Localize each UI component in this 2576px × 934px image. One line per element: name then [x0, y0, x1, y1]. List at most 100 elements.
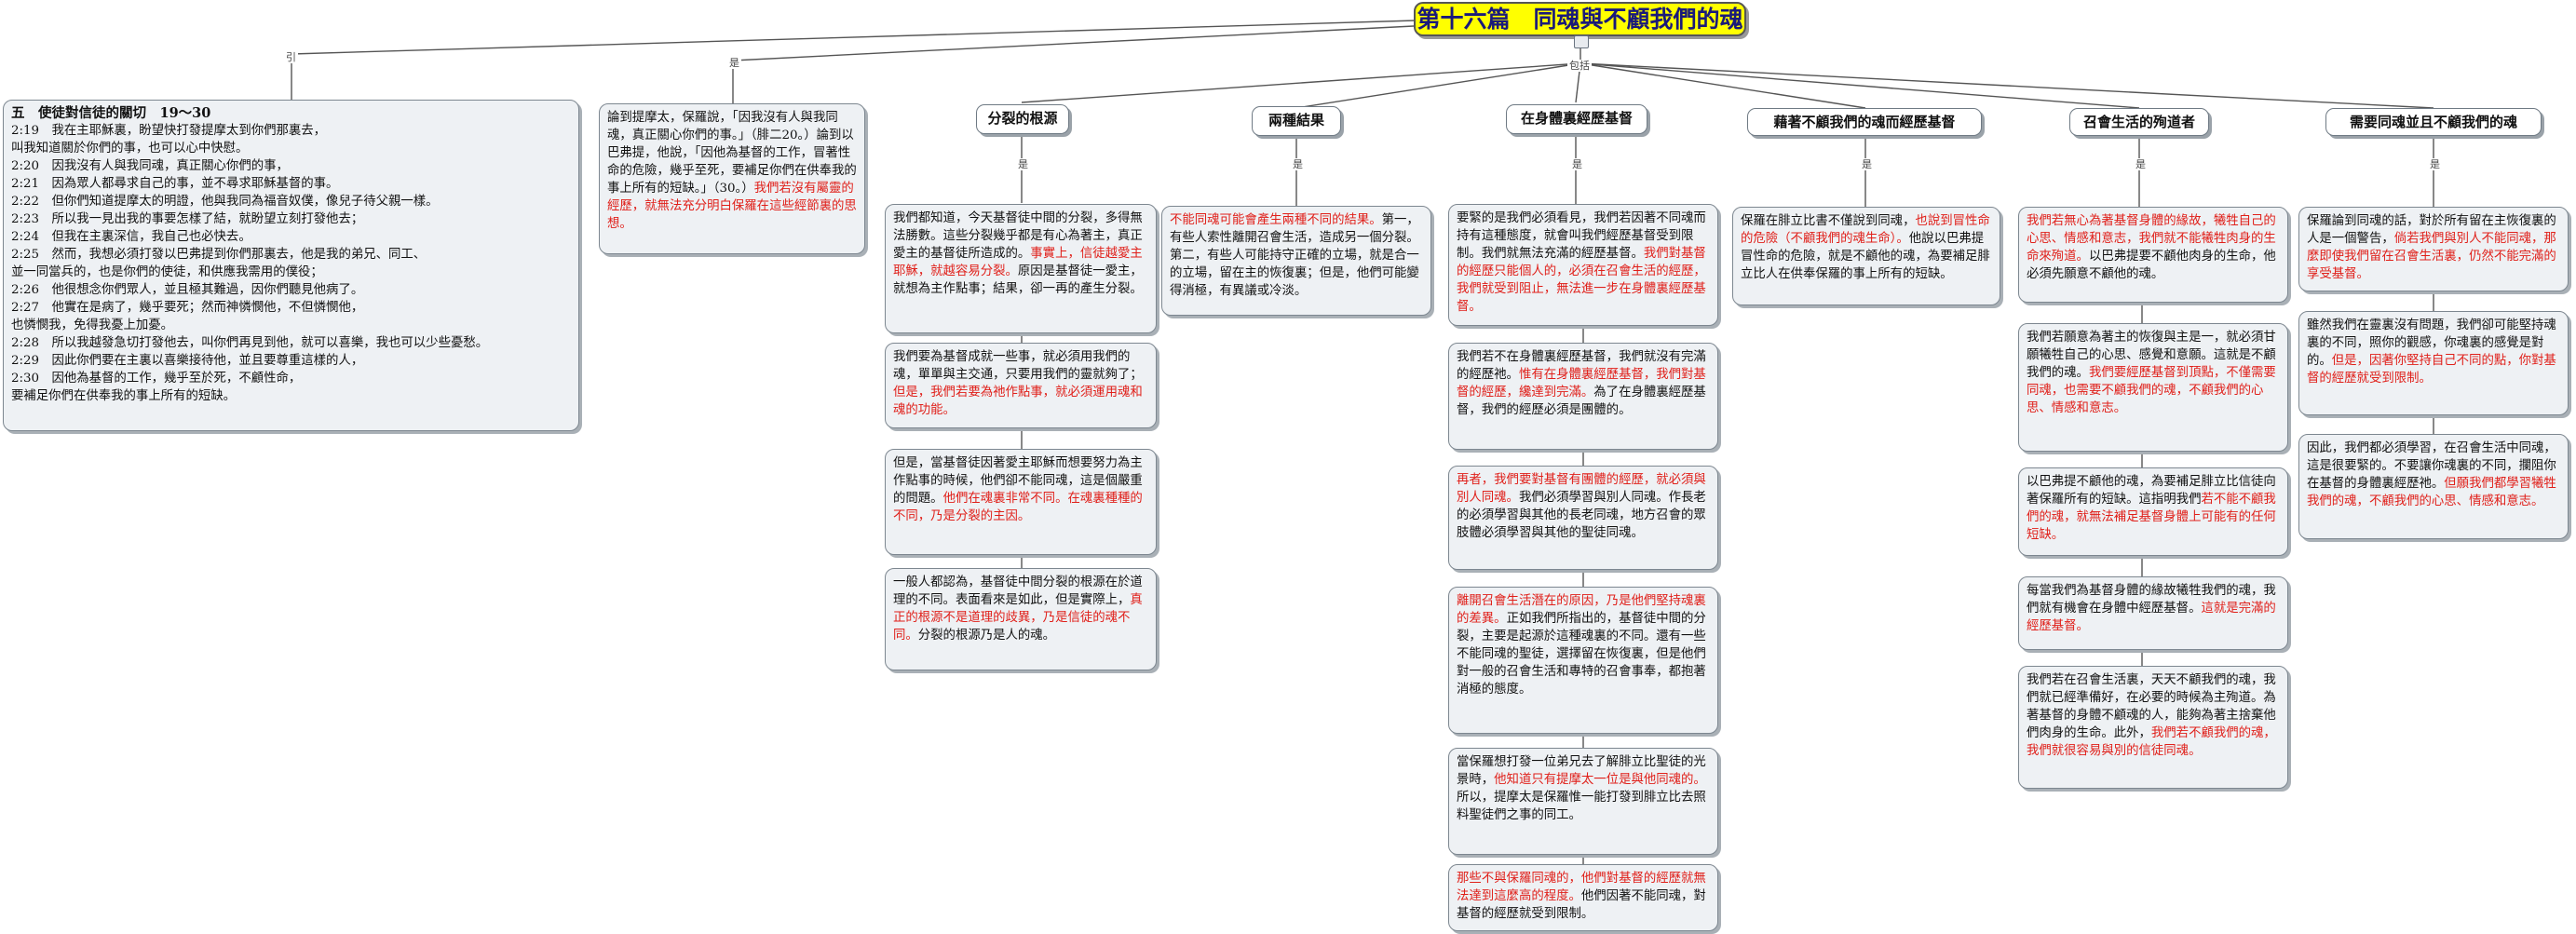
edge-label-is: 是	[1016, 158, 1030, 170]
results-note-1[interactable]: 不能同魂可能會產生兩種不同的結果。第一，有些人索性離開召會生活，造成另一個分裂。…	[1161, 206, 1431, 316]
topic-experience-christ-in-body[interactable]: 在身體裏經歷基督	[1506, 104, 1647, 134]
note-highlight: 那些不與保羅同魂的，他們對基督的經歷就無法達到這麼高的程度。	[1457, 872, 1706, 903]
division-note-2[interactable]: 我們要為基督成就一些事，就必須用我們的魂，單單與主交通，只要用我們的靈就夠了； 但…	[885, 343, 1157, 428]
note-text: 第一，有些人索性離開召會生活，造成另一個分裂。第二，有些人可能持守正確的立場，就…	[1170, 213, 1419, 298]
verse-line: 2:22 但你們知道提摩太的明證，他與我同為福音奴僕，像兒子待父親一樣。	[11, 195, 439, 209]
notregard-note-1[interactable]: 保羅在腓立比書不僅說到同魂，也說到冒性命的危險（不顧我們的魂生命）。他說以巴弗提…	[1732, 207, 2000, 305]
body-note-1[interactable]: 要緊的是我們必須看見，我們若因著不同魂而持有這種態度，就會叫我們經歷基督受到限制…	[1448, 204, 1718, 326]
note-text: 為了在身體裏經歷基督，我們的經歷必須是團體的。	[1457, 386, 1706, 417]
note-text: 分裂的根源乃是人的魂。	[917, 629, 1056, 643]
edge-label-is: 是	[2134, 158, 2148, 170]
need-note-2[interactable]: 雖然我們在靈裏沒有問題，我們卻可能堅持魂裏的不同，照你的觀感，你魂裏的感覺是對的…	[2298, 311, 2569, 415]
note-highlight: 他們在魂裏非常不同。在魂裏種種的不同，乃是分裂的主因。	[893, 492, 1143, 523]
topic-experience-by-not-regarding-soul[interactable]: 藉著不顧我們的魂而經歷基督	[1747, 108, 1982, 136]
note-text: 當保羅想打發一位弟兄去了解腓立比聖徒的光景時，	[1457, 755, 1706, 787]
topic-division-source[interactable]: 分裂的根源	[976, 104, 1069, 134]
edge-label-is: 是	[727, 57, 741, 69]
note-text: 保羅在腓立比書不僅說到同魂，	[1741, 214, 1916, 228]
edge-label-is: 是	[1570, 158, 1584, 170]
edge-label-is: 是	[1291, 158, 1305, 170]
topic-martyrs[interactable]: 召會生活的殉道者	[2069, 108, 2209, 136]
note-text: 我們若願意為著主的恢復與主是一，就必須甘願犧牲自己的心思、感覺和意願。這就是不顧…	[2027, 331, 2276, 380]
need-note-1[interactable]: 保羅論到同魂的話，對於所有留在主恢復裏的人是一個警告，倘若我們與別人不能同魂，那…	[2298, 207, 2569, 291]
note-highlight: 再者，我們要對基督有團體的經歷，就必須與別人同魂。	[1457, 473, 1706, 505]
note-highlight: 真正的根源不是道理的歧異，乃是信徒的魂不同。	[893, 593, 1143, 643]
note-text: 要緊的是我們必須看見，我們若因著不同魂而持有這種態度，就會叫我們經歷基督受到限制…	[1457, 211, 1706, 261]
intro-text-highlight: 我們若沒有屬靈的經歷，就無法充分明白保羅在這些經節裏的思想。	[607, 182, 857, 231]
verse-block[interactable]: 五 使徒對信徒的關切 19～30 2:19 我在主耶穌裏，盼望快打發提摩太到你們…	[3, 100, 579, 431]
edge-label-include: 包括	[1567, 60, 1592, 72]
division-note-4[interactable]: 一般人都認為，基督徒中間分裂的根源在於道理的不同。表面看來是如此，但是實際上，真…	[885, 568, 1157, 670]
note-text: 我們必須學習與別人同魂。作長老的必須學習與其他的長老同魂，地方召會的眾肢體必須學…	[1457, 491, 1706, 540]
martyrs-note-3[interactable]: 以巴弗提不顧他的魂，為要補足腓立比信徒向著保羅所有的短缺。這指明我們若不能不顧我…	[2018, 467, 2288, 556]
root-toggle-icon[interactable]	[1574, 35, 1589, 48]
note-highlight: 但是，因著你堅持自己不同的點，你對基督的經歷就受到限制。	[2307, 354, 2556, 386]
note-highlight: 但是，我們若要為祂作點事，就必須運用魂和魂的功能。	[893, 386, 1143, 417]
verse-line: 2:21 因為眾人都尋求自己的事，並不尋求耶穌基督的事。	[11, 177, 339, 191]
note-text: 保羅論到同魂的話，對於所有留在主恢復裏的人是一個警告，	[2307, 214, 2556, 246]
topic-two-results[interactable]: 兩種結果	[1252, 106, 1341, 136]
note-highlight: 也說到冒性命的危險（不顧我們的魂生命）。	[1741, 214, 1990, 246]
note-text: 雖然我們在靈裏沒有問題，我們卻可能堅持魂裏的不同，照你的觀感，你魂裏的感覺是對的…	[2307, 318, 2556, 368]
division-note-1[interactable]: 我們都知道，今天基督徒中間的分裂，多得無法勝數。這些分裂幾乎都是有心為著主，真正…	[885, 204, 1157, 333]
edge-label-is: 是	[1860, 158, 1874, 170]
note-text: 每當我們為基督身體的緣故犧牲我們的魂，我們就有機會在身體中經歷基督。	[2027, 584, 2276, 616]
intro-text: 論到提摩太，保羅說，「因我沒有人與我同魂，真正關心你們的事。」（腓二20。）論到…	[607, 111, 857, 196]
division-note-3[interactable]: 但是，當基督徒因著愛主耶穌而想要努力為主作點事的時候，他們卻不能同魂，這是個嚴重…	[885, 449, 1157, 555]
verse-line: 2:28 所以我越發急切打發他去，叫你們再見到他，就可以喜樂，我也可以少些憂愁。	[11, 336, 489, 350]
note-highlight: 不能同魂可能會產生兩種不同的結果。	[1170, 213, 1382, 227]
note-highlight: 這就是完滿的經歷基督。	[2027, 602, 2276, 633]
note-highlight: 倘若我們與別人不能同魂，那麼即使我們留在召會生活裏，仍然不能完滿的享受基督。	[2307, 232, 2556, 281]
note-highlight: 我們對基督的經歷只能個人的，必須在召會生活的經歷，我們就受到阻止，無法進一步在身…	[1457, 247, 1706, 314]
body-note-3[interactable]: 再者，我們要對基督有團體的經歷，就必須與別人同魂。我們必須學習與別人同魂。作長老…	[1448, 466, 1718, 570]
edge-label-quote: 引	[284, 51, 298, 63]
note-highlight: 我們若無心為著基督身體的緣故，犧牲自己的心思、情感和意志，我們就不能犧牲肉身的生…	[2027, 214, 2276, 264]
verse-line: 2:23 所以我一見出我的事要怎樣了結，就盼望立刻打發他去；	[11, 212, 364, 226]
martyrs-note-5[interactable]: 我們若在召會生活裏，天天不顧我們的魂，我們就已經準備好，在必要的時候為主殉道。為…	[2018, 666, 2288, 789]
martyrs-note-2[interactable]: 我們若願意為著主的恢復與主是一，就必須甘願犧牲自己的心思、感覺和意願。這就是不顧…	[2018, 323, 2288, 452]
note-text: 以巴弗提要不顧他肉身的生命，他必須先願意不顧他的魂。	[2027, 250, 2276, 281]
body-note-4[interactable]: 離開召會生活潛在的原因，乃是他們堅持魂裏的差異。正如我們所指出的，基督徒中間的分…	[1448, 587, 1718, 734]
note-text: 他們因著不能同魂，對基督的經歷就受到限制。	[1457, 889, 1706, 921]
note-text: 因此，我們都必須學習，在召會生活中同魂，這是很要緊的。不要讓你魂裏的不同，攔阻你…	[2307, 441, 2556, 491]
body-note-5[interactable]: 當保羅想打發一位弟兄去了解腓立比聖徒的光景時，他知道只有提摩太一位是與他同魂的。…	[1448, 748, 1718, 855]
note-text: 我們若不在身體裏經歷基督，我們就沒有完滿的經歷祂。	[1457, 350, 1706, 382]
verse-lines: 2:19 我在主耶穌裏，盼望快打發提摩太到你們那裏去，叫我知道關於你們的事，也可…	[11, 122, 571, 405]
note-text: 我們要為基督成就一些事，就必須用我們的魂，單單與主交通，只要用我們的靈就夠了；	[893, 350, 1143, 382]
need-note-3[interactable]: 因此，我們都必須學習，在召會生活中同魂，這是很要緊的。不要讓你魂裏的不同，攔阻你…	[2298, 434, 2569, 539]
edge-label-is: 是	[2428, 158, 2442, 170]
note-highlight: 但願我們都學習犧牲我們的魂，不顧我們的心思、情感和意志。	[2307, 477, 2556, 508]
martyrs-note-1[interactable]: 我們若無心為著基督身體的緣故，犧牲自己的心思、情感和意志，我們就不能犧牲肉身的生…	[2018, 207, 2288, 303]
root-topic[interactable]: 第十六篇 同魂與不顧我們的魂	[1414, 2, 1746, 36]
note-text: 一般人都認為，基督徒中間分裂的根源在於道理的不同。表面看來是如此，但是實際上，	[893, 575, 1143, 607]
note-text: 我們若在召會生活裏，天天不顧我們的魂，我們就已經準備好，在必要的時候為主殉道。為…	[2027, 673, 2276, 740]
verse-line: 2:26 他很想念你們眾人，並且極其難過，因你們聽見他病了。	[11, 283, 364, 297]
note-highlight: 我們若不顧我們的魂，我們就很容易與別的信徒同魂。	[2027, 726, 2276, 758]
martyrs-note-4[interactable]: 每當我們為基督身體的緣故犧牲我們的魂，我們就有機會在身體中經歷基督。這就是完滿的…	[2018, 576, 2288, 650]
verse-line: 2:25 然而，我想必須打發以巴弗提到你們那裏去，他是我的弟兄、同工、	[11, 248, 427, 262]
topic-need-same-soul[interactable]: 需要同魂並且不顧我們的魂	[2325, 108, 2542, 136]
note-highlight: 若不能不顧我們的魂，就無法補足基督身體上可能有的任何短缺。	[2027, 493, 2276, 542]
verse-line: 2:20 因我沒有人與我同魂，真正關心你們的事，	[11, 159, 289, 173]
note-highlight: 惟有在身體裏經歷基督，我們對基督的經歷，纔達到完滿。	[1457, 368, 1706, 399]
verse-block-title: 五 使徒對信徒的關切 19～30	[11, 105, 211, 121]
note-text: 他說以巴弗提冒性命的危險，就是不顧他的魂，為要補足腓立比人在供奉保羅的事上所有的…	[1741, 232, 1990, 281]
verse-line: 2:19 我在主耶穌裏，盼望快打發提摩太到你們那裏去，	[11, 124, 327, 138]
verse-line: 也憐憫我，免得我憂上加憂。	[11, 318, 174, 332]
note-highlight: 事實上，信徒越愛主耶穌，就越容易分裂。	[893, 247, 1143, 278]
note-highlight: 離開召會生活潛在的原因，乃是他們堅持魂裏的差異。	[1457, 594, 1706, 626]
verse-line: 並一同當兵的，也是你們的使徒，和供應我需用的僕役；	[11, 265, 323, 279]
note-highlight: 我們要經歷基督到頂點，不僅需要同魂，也需要不顧我們的魂，不顧我們的心思、情感和意…	[2027, 366, 2276, 415]
verse-line: 2:24 但我在主裏深信，我自己也必快去。	[11, 230, 251, 244]
body-note-6[interactable]: 那些不與保羅同魂的，他們對基督的經歷就無法達到這麼高的程度。他們因著不能同魂，對…	[1448, 864, 1718, 931]
verse-line: 2:27 他實在是病了，幾乎要死；然而神憐憫他，不但憐憫他，	[11, 301, 364, 315]
note-highlight: 他知道只有提摩太一位是與他同魂的。	[1494, 773, 1706, 787]
note-text: 原因是基督徒一愛主，就想為主作點事；結果，卻一再的產生分裂。	[893, 264, 1143, 296]
verse-line: 2:29 因此你們要在主裏以喜樂接待他，並且要尊重這樣的人，	[11, 354, 364, 368]
verse-line: 2:30 因他為基督的工作，幾乎至於死，不顧性命，	[11, 372, 302, 386]
note-text: 所以，提摩太是保羅惟一能打發到腓立比去照料聖徒們之事的同工。	[1457, 791, 1706, 822]
intro-box[interactable]: 論到提摩太，保羅說，「因我沒有人與我同魂，真正關心你們的事。」（腓二20。）論到…	[599, 103, 865, 254]
note-text: 但是，當基督徒因著愛主耶穌而想要努力為主作點事的時候，他們卻不能同魂，這是個嚴重…	[893, 456, 1143, 506]
note-text: 正如我們所指出的，基督徒中間的分裂，主要是起源於這種魂裏的不同。還有一些不能同魂…	[1457, 612, 1706, 697]
body-note-2[interactable]: 我們若不在身體裏經歷基督，我們就沒有完滿的經歷祂。惟有在身體裏經歷基督，我們對基…	[1448, 343, 1718, 450]
